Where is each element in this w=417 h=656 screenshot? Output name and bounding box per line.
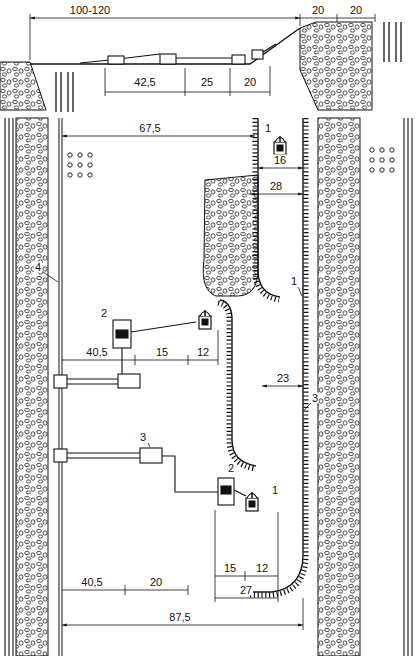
machines <box>80 44 276 64</box>
excavator <box>246 492 258 511</box>
rubble-strip <box>318 118 360 656</box>
callout-number: 2 <box>227 463 235 474</box>
dimension-lines <box>30 14 375 96</box>
dimension-label: 12 <box>255 563 269 574</box>
rubble-strip <box>16 118 48 656</box>
dimension-label: 20 <box>311 5 325 16</box>
dimension-label: 12 <box>196 347 210 358</box>
callout-number: 2 <box>100 308 108 319</box>
bench-edge <box>218 118 306 595</box>
dimension-label: 20 <box>349 5 363 16</box>
dimension-label: 40,5 <box>85 347 108 358</box>
plan-view <box>5 118 412 656</box>
callout-number: 1 <box>271 485 279 496</box>
rubble-pile <box>0 62 46 110</box>
dimension-label: 40,5 <box>80 577 103 588</box>
crushing-units <box>54 320 246 505</box>
dimension-label: 25 <box>200 77 214 88</box>
excavator <box>199 310 211 329</box>
dimension-label: 87,5 <box>168 612 191 623</box>
callout-number: 3 <box>311 393 319 404</box>
dimension-lines <box>62 136 303 630</box>
callout-number: 4 <box>34 262 42 273</box>
dimension-label: 67,5 <box>138 123 161 134</box>
ground-line <box>30 28 300 64</box>
rail-track <box>56 22 401 112</box>
dimension-label: 15 <box>223 563 237 574</box>
dimension-label: 28 <box>269 181 283 192</box>
dimension-label: 20 <box>243 77 257 88</box>
rubble-pile <box>300 22 372 110</box>
rail-track <box>5 118 412 656</box>
dimension-label: 42,5 <box>133 77 156 88</box>
leader-lines <box>43 272 312 447</box>
dimension-label: 20 <box>149 577 163 588</box>
drill-holes <box>68 148 394 177</box>
callout-number: 1 <box>290 276 298 287</box>
excavator <box>274 136 286 155</box>
cross-section <box>0 14 401 112</box>
dimension-label: 15 <box>155 347 169 358</box>
dimension-label: 27 <box>239 585 253 596</box>
dimension-label: 16 <box>273 155 287 166</box>
dimension-label: 100-120 <box>69 5 111 16</box>
dimension-label: 23 <box>276 373 290 384</box>
rubble-island <box>203 175 258 296</box>
callout-number: 1 <box>264 123 272 134</box>
callout-number: 3 <box>139 432 147 443</box>
